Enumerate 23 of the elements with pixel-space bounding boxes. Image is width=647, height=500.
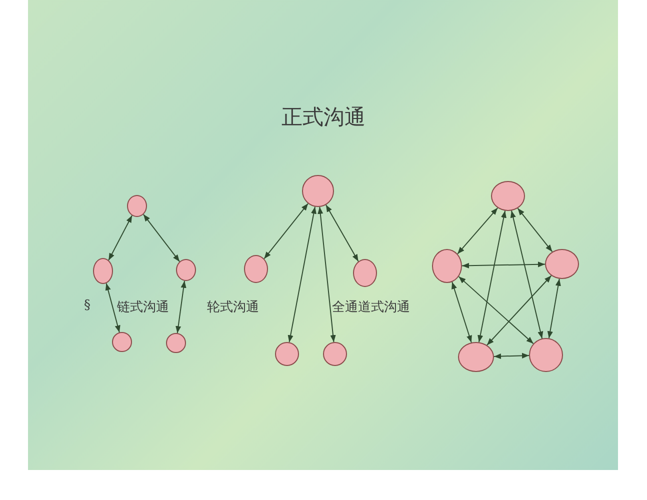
- double-arrow: [510, 210, 544, 339]
- double-arrow: [105, 282, 120, 333]
- caption-text: 全通道式沟通: [332, 299, 410, 316]
- double-arrow: [478, 210, 506, 343]
- double-arrow: [517, 208, 553, 252]
- double-arrow: [264, 203, 309, 260]
- double-arrow: [458, 276, 534, 344]
- double-arrow: [325, 204, 359, 262]
- double-arrow: [547, 278, 561, 339]
- double-arrow: [142, 214, 180, 262]
- double-arrow: [462, 262, 546, 268]
- double-arrow: [318, 206, 336, 343]
- double-arrow: [494, 352, 530, 360]
- double-arrow: [457, 207, 498, 254]
- caption-text: 轮式沟通: [207, 299, 259, 316]
- double-arrow: [176, 280, 186, 334]
- caption-text: 链式沟通: [117, 299, 169, 316]
- bullet-symbol: §: [84, 298, 90, 313]
- double-arrow: [288, 206, 316, 343]
- double-arrow: [452, 282, 472, 343]
- slide-title: 正式沟通: [282, 105, 366, 129]
- double-arrow: [486, 275, 552, 346]
- double-arrow: [108, 215, 133, 261]
